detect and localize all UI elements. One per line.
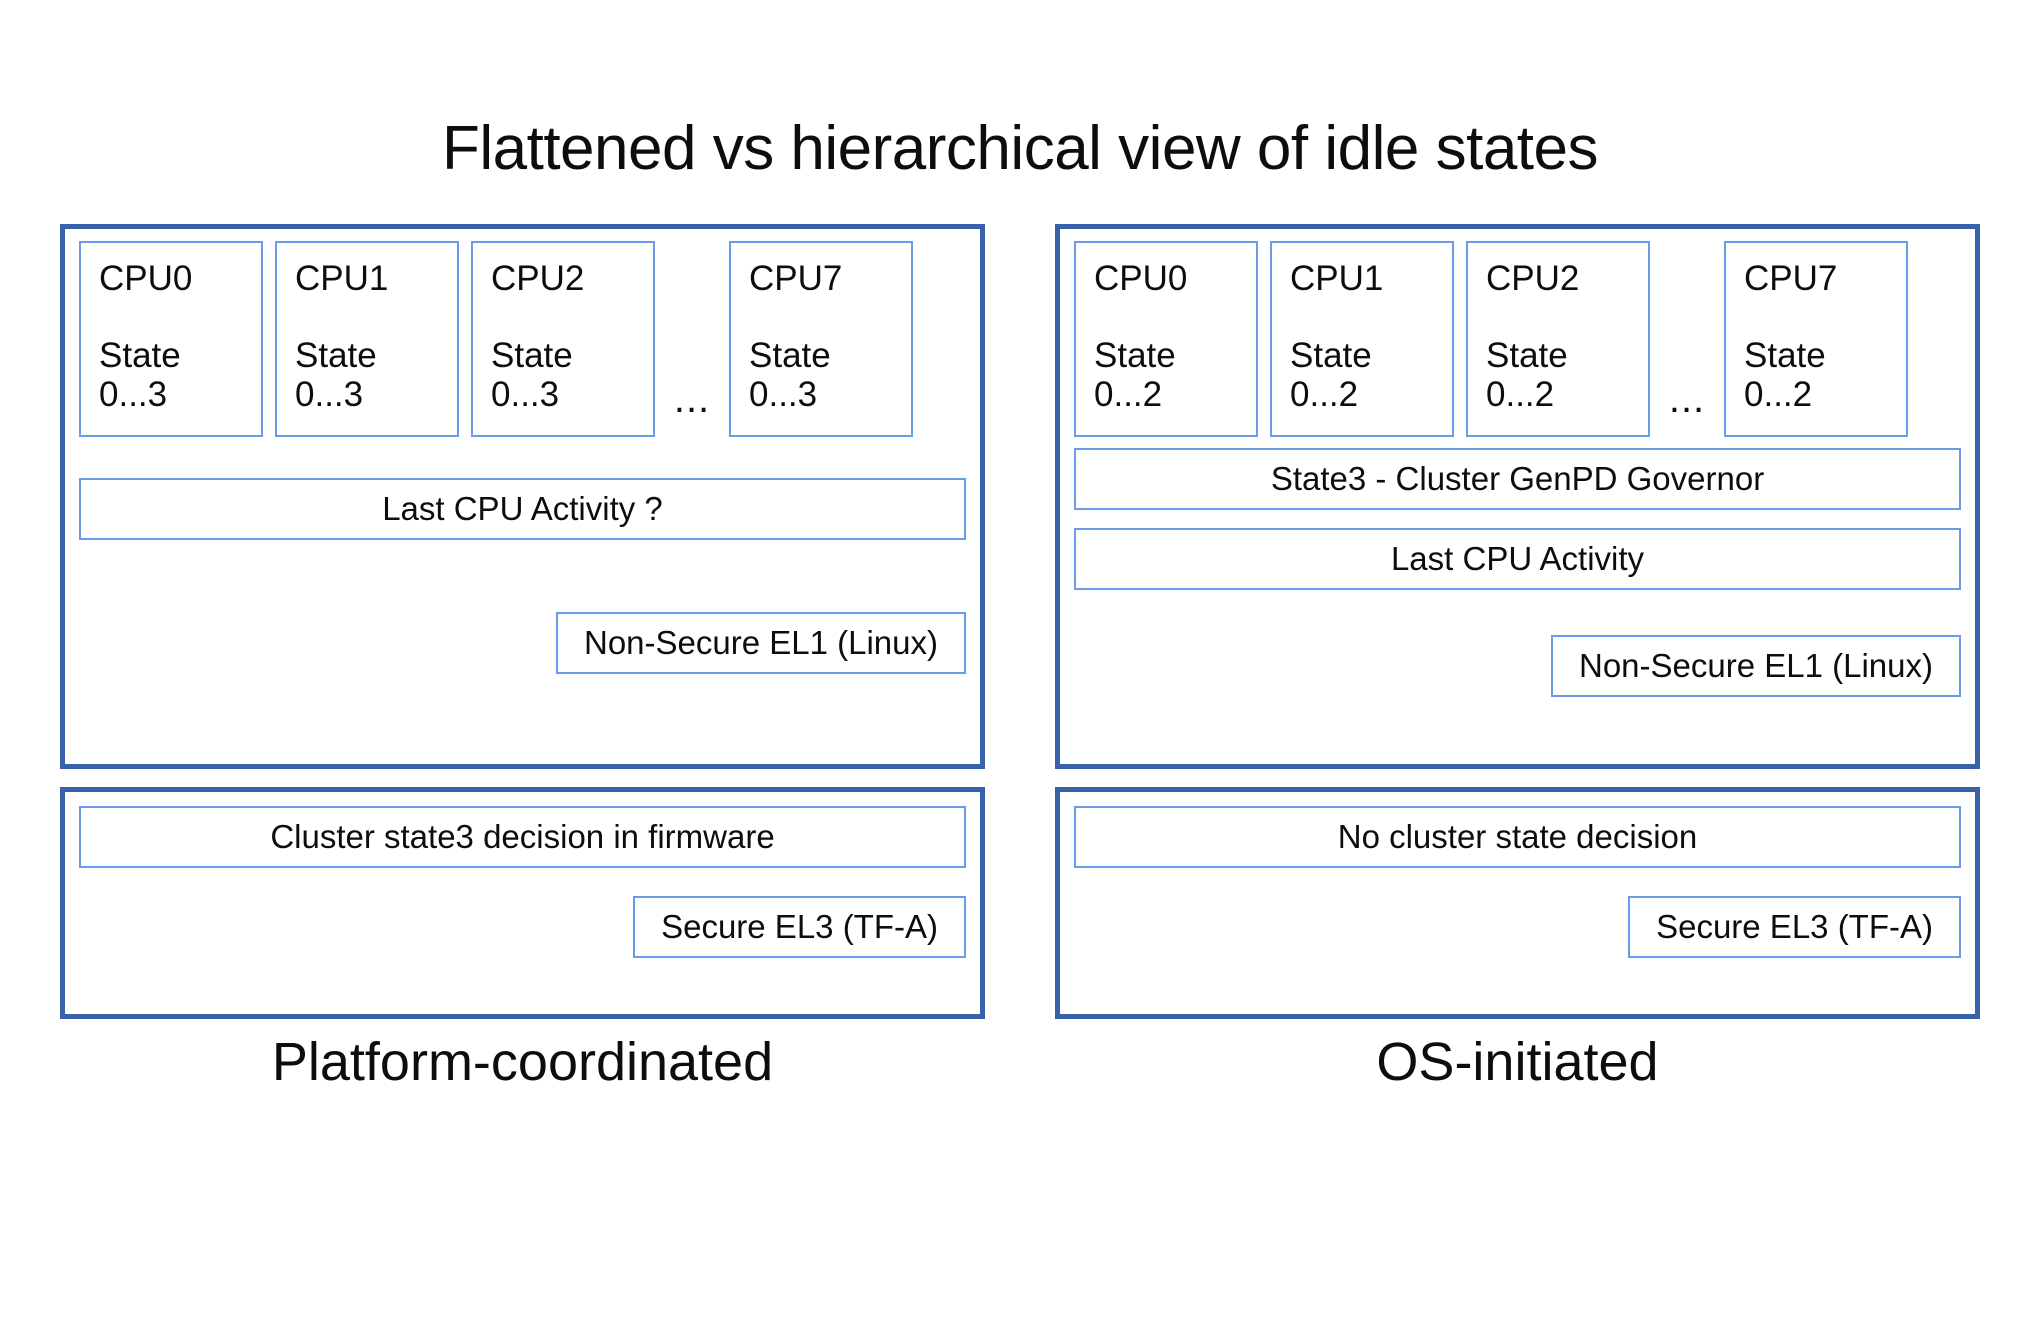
- os-panel-platform-coordinated: CPU0 State 0...3 CPU1 State 0...3 CPU2 S…: [60, 224, 985, 769]
- cpu-box-cpu2: CPU2 State 0...3: [471, 241, 655, 437]
- cpu-state-label: State: [99, 335, 181, 375]
- cpu-state-range: 0...3: [491, 374, 560, 414]
- column-captions: Platform-coordinated OS-initiated: [0, 1035, 2040, 1089]
- exception-level-tag-el3: Secure EL3 (TF-A): [1628, 896, 1961, 958]
- firmware-panel-os-initiated: No cluster state decision Secure EL3 (TF…: [1055, 787, 1980, 1019]
- cluster-genpd-governor-bar: State3 - Cluster GenPD Governor: [1074, 448, 1961, 510]
- level-tag-wrap: Secure EL3 (TF-A): [1074, 868, 1961, 958]
- cluster-decision-bar: No cluster state decision: [1074, 806, 1961, 868]
- cpu-state-range: 0...2: [1290, 374, 1359, 414]
- diagram-columns: CPU0 State 0...3 CPU1 State 0...3 CPU2 S…: [0, 224, 2040, 1019]
- cpu-box-cpu1: CPU1 State 0...3: [275, 241, 459, 437]
- cpu-label: CPU1: [1290, 259, 1384, 298]
- cpu-label: CPU0: [1094, 259, 1188, 298]
- exception-level-tag-el1: Non-Secure EL1 (Linux): [1550, 635, 1961, 697]
- cpu-label: CPU2: [1486, 259, 1580, 298]
- column-os-initiated: CPU0 State 0...2 CPU1 State 0...2 CPU2 S…: [1055, 224, 1980, 1019]
- cpu-row-os-initiated: CPU0 State 0...2 CPU1 State 0...2 CPU2 S…: [1074, 241, 1961, 441]
- last-cpu-activity-bar: Last CPU Activity: [1074, 528, 1961, 590]
- level-tag-wrap: Non-Secure EL1 (Linux): [1074, 590, 1961, 697]
- cpu-state-range: 0...2: [1094, 374, 1163, 414]
- cpu-state-label: State: [749, 335, 831, 375]
- cpu-box-cpu7: CPU7 State 0...3: [729, 241, 913, 437]
- cpu-state-range: 0...3: [295, 374, 364, 414]
- cpu-box-cpu1: CPU1 State 0...2: [1270, 241, 1454, 437]
- cpu-state-range: 0...3: [749, 374, 818, 414]
- firmware-panel-platform-coordinated: Cluster state3 decision in firmware Secu…: [60, 787, 985, 1019]
- cpu-label: CPU7: [749, 259, 843, 298]
- cpu-box-cpu0: CPU0 State 0...2: [1074, 241, 1258, 437]
- os-panel-os-initiated: CPU0 State 0...2 CPU1 State 0...2 CPU2 S…: [1055, 224, 1980, 769]
- cpu-state-range: 0...2: [1744, 374, 1813, 414]
- cpu-ellipsis-icon: ...: [1668, 377, 1706, 421]
- column-platform-coordinated: CPU0 State 0...3 CPU1 State 0...3 CPU2 S…: [60, 224, 985, 1019]
- cpu-state-label: State: [295, 335, 377, 375]
- exception-level-tag-el1: Non-Secure EL1 (Linux): [555, 612, 966, 674]
- caption-platform-coordinated: Platform-coordinated: [271, 1032, 774, 1092]
- cpu-label: CPU1: [295, 259, 389, 298]
- cpu-box-cpu7: CPU7 State 0...2: [1724, 241, 1908, 437]
- cpu-label: CPU0: [99, 259, 193, 298]
- caption-os-initiated: OS-initiated: [1376, 1032, 1659, 1092]
- cpu-box-cpu0: CPU0 State 0...3: [79, 241, 263, 437]
- cpu-state-label: State: [491, 335, 573, 375]
- cpu-state-label: State: [1744, 335, 1826, 375]
- page-title: Flattened vs hierarchical view of idle s…: [441, 114, 1599, 183]
- cpu-label: CPU2: [491, 259, 585, 298]
- cpu-label: CPU7: [1744, 259, 1838, 298]
- level-tag-wrap: Non-Secure EL1 (Linux): [79, 540, 966, 674]
- cpu-state-label: State: [1486, 335, 1568, 375]
- cpu-state-label: State: [1290, 335, 1372, 375]
- cpu-ellipsis-icon: ...: [673, 377, 711, 421]
- cpu-state-label: State: [1094, 335, 1176, 375]
- cluster-decision-bar: Cluster state3 decision in firmware: [79, 806, 966, 868]
- cpu-state-range: 0...3: [99, 374, 168, 414]
- exception-level-tag-el3: Secure EL3 (TF-A): [633, 896, 966, 958]
- cpu-row-platform-coordinated: CPU0 State 0...3 CPU1 State 0...3 CPU2 S…: [79, 241, 966, 441]
- cpu-box-cpu2: CPU2 State 0...2: [1466, 241, 1650, 437]
- level-tag-wrap: Secure EL3 (TF-A): [79, 868, 966, 958]
- last-cpu-activity-bar: Last CPU Activity ?: [79, 478, 966, 540]
- cpu-state-range: 0...2: [1486, 374, 1555, 414]
